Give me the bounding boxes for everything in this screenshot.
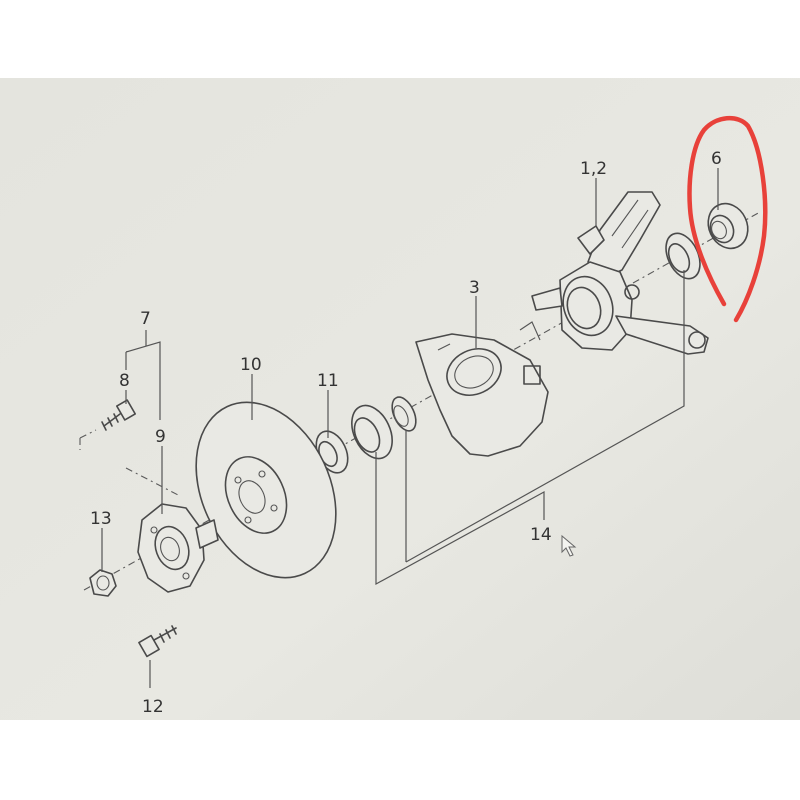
part-3-splash-shield — [415, 321, 549, 457]
red-highlight-circle — [687, 116, 768, 323]
callout-13: 13 — [90, 509, 112, 529]
leader-lines — [79, 168, 719, 688]
inner-bearing — [351, 404, 393, 460]
callout-9: 9 — [155, 427, 166, 447]
part-8-wheel-stud — [101, 399, 136, 431]
callout-14: 14 — [530, 525, 552, 545]
callout-6: 6 — [711, 149, 722, 169]
callout-10: 10 — [240, 355, 262, 375]
mouse-pointer-icon — [561, 534, 577, 557]
part-10-brake-disc — [195, 401, 337, 579]
part-12-bolt — [138, 625, 177, 658]
part-1-2-steering-knuckle — [531, 191, 709, 355]
knuckle-bearing — [665, 232, 701, 280]
callout-7: 7 — [140, 309, 151, 329]
callout-3: 3 — [469, 278, 480, 298]
callout-12: 12 — [142, 697, 164, 717]
callout-8: 8 — [119, 371, 130, 391]
inner-bearing-race — [391, 396, 417, 432]
part-9-hub — [137, 503, 219, 593]
part-13-hub-nut — [89, 569, 117, 597]
callout-11: 11 — [317, 371, 339, 391]
callout-1-2: 1,2 — [580, 159, 607, 179]
